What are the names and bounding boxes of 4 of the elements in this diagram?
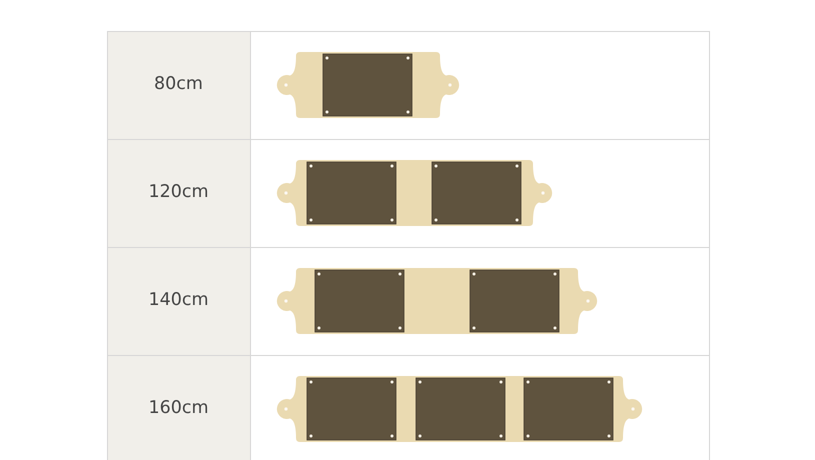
size-label: 120cm	[147, 182, 210, 203]
size-label: 80cm	[153, 74, 204, 95]
size-label: 160cm	[147, 398, 210, 419]
size-label: 140cm	[147, 290, 210, 311]
